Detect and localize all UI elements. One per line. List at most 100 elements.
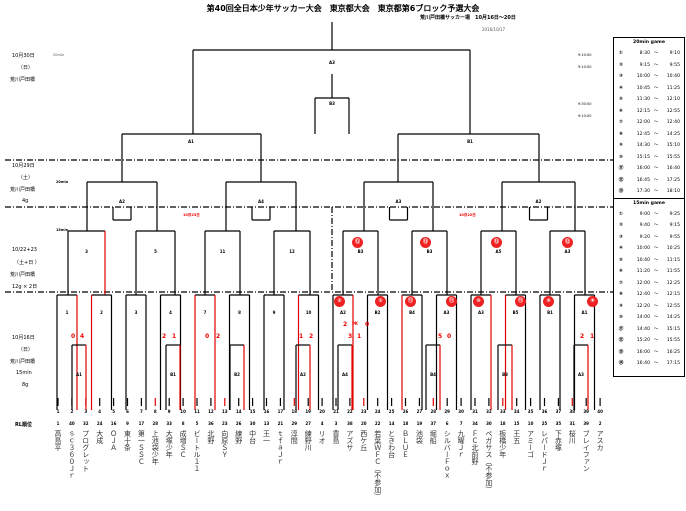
team-name: ペガサス（不参加）: [484, 430, 493, 493]
venue-label: 荒川戸田橋サッカー場 10月16日～20日: [420, 15, 516, 21]
end-time: 15:55: [666, 338, 680, 343]
match-label-round3: 11: [219, 249, 226, 254]
team-name: 若葉ＷＦＣ（不参加）: [373, 430, 382, 500]
end-time: 12:10: [666, 97, 680, 102]
team-name: ＢＬＵＥ: [401, 430, 410, 458]
match-label-round1: B3: [502, 372, 508, 377]
score: 1: [172, 333, 177, 340]
rl-rank: 36: [208, 421, 214, 426]
team-name: 練野: [234, 430, 243, 444]
team-name: アスカ: [596, 430, 605, 451]
match-label-round3: A3: [564, 249, 571, 254]
rl-rank: 30: [249, 421, 256, 426]
rl-rank: 20: [361, 421, 367, 426]
tilde: ～: [653, 361, 659, 366]
slot-number: 28: [430, 409, 437, 414]
start-time: 14:30: [636, 143, 650, 148]
game-number-badge: ⑬: [491, 237, 502, 248]
tilde: ～: [653, 349, 659, 355]
tilde: ～: [653, 154, 659, 160]
rl-rank: 28: [152, 421, 159, 426]
start-time: 15:15: [636, 154, 650, 160]
game-number-badge: ⑧: [587, 296, 598, 307]
tilde: ～: [653, 280, 659, 286]
tilde: ～: [653, 269, 659, 274]
time-label: 9:10:00: [578, 114, 592, 118]
rl-rank: 25: [541, 421, 548, 426]
start-time: 12:15: [636, 108, 650, 114]
team-name: 板橋少年: [498, 430, 507, 458]
red-date-label: 10月22日: [459, 213, 476, 217]
start-time: 12:00: [636, 120, 650, 125]
slot-number: 30: [458, 409, 464, 414]
match-label-quarterfinal: A4: [258, 199, 264, 204]
game-number: ⑦: [619, 120, 623, 125]
rl-rank: 38: [347, 421, 353, 426]
slot-number: 17: [277, 409, 284, 414]
slot-number: 23: [361, 409, 367, 414]
end-time: 9:25: [669, 211, 680, 217]
end-time: 14:25: [666, 131, 680, 137]
rl-rank: 23: [222, 421, 228, 426]
score: 2: [580, 333, 585, 340]
match-label-round3: B3: [426, 249, 433, 254]
mid-duration: 15min: [56, 228, 69, 232]
time-label: 9:10:00: [578, 65, 592, 69]
game-number: ⑥: [619, 269, 623, 274]
tilde: ～: [653, 303, 659, 309]
team-name: 東十条: [123, 430, 132, 451]
tilde: ～: [653, 234, 659, 240]
rl-rank: 22: [374, 421, 381, 426]
slot-number: 18: [291, 409, 298, 414]
end-time: 12:15: [666, 292, 680, 297]
tilde: ～: [653, 246, 659, 251]
page-title: 第40回全日本少年サッカー大会 東京都大会 東京都第6ブロック予選大会: [206, 4, 480, 13]
tilde: ～: [653, 189, 659, 194]
end-time: 15:55: [666, 154, 680, 160]
start-time: 8:30: [639, 51, 650, 56]
end-time: 15:10: [666, 143, 680, 148]
rl-rank: 4: [320, 421, 324, 426]
match-label-round3: B3: [357, 249, 364, 254]
slot-number: 15: [249, 409, 256, 414]
team-name: 堀船: [429, 430, 438, 444]
rl-rank: 9: [126, 421, 129, 426]
start-time: 10:00: [636, 74, 650, 79]
score: PK: [352, 321, 359, 326]
start-time: 9:15: [639, 62, 650, 68]
slot-number: 3: [84, 409, 88, 414]
slot-number: 9: [167, 409, 171, 414]
end-time: 16:40: [666, 166, 680, 171]
schedule-20min-header: 20min game: [633, 40, 665, 45]
team-name: プログレット: [81, 430, 90, 472]
score: 2: [309, 333, 314, 340]
team-name: ＯＪＡ: [109, 430, 118, 451]
rl-rank: 30: [486, 421, 492, 426]
first-day-duration: 15min: [16, 370, 32, 376]
team-name: シルバーＦｏｘ: [443, 430, 452, 479]
slot-number: 31: [472, 409, 478, 414]
final-duration: 20min: [53, 53, 65, 57]
match-label-round2: B1: [547, 310, 553, 315]
slot-number: 27: [416, 409, 423, 414]
game-number: ④: [619, 246, 623, 251]
rl-rank: 27: [305, 421, 311, 426]
game-number: ⑭: [618, 361, 624, 366]
slot-number: 24: [374, 409, 381, 414]
team-name: 高島平: [54, 430, 62, 451]
first-day-label: 10月16日: [12, 335, 35, 341]
slot-number: 26: [402, 409, 409, 414]
match-label-round1: B2: [234, 372, 240, 377]
slot-number: 33: [500, 409, 506, 414]
team-name: ときわ台: [387, 430, 396, 458]
schedule-15min-header: 15min game: [614, 197, 684, 209]
tilde: ～: [653, 51, 659, 56]
team-name: 王五: [512, 430, 521, 444]
team-name: 池袋: [415, 430, 424, 444]
team-name: 西ケ丘: [359, 430, 368, 451]
